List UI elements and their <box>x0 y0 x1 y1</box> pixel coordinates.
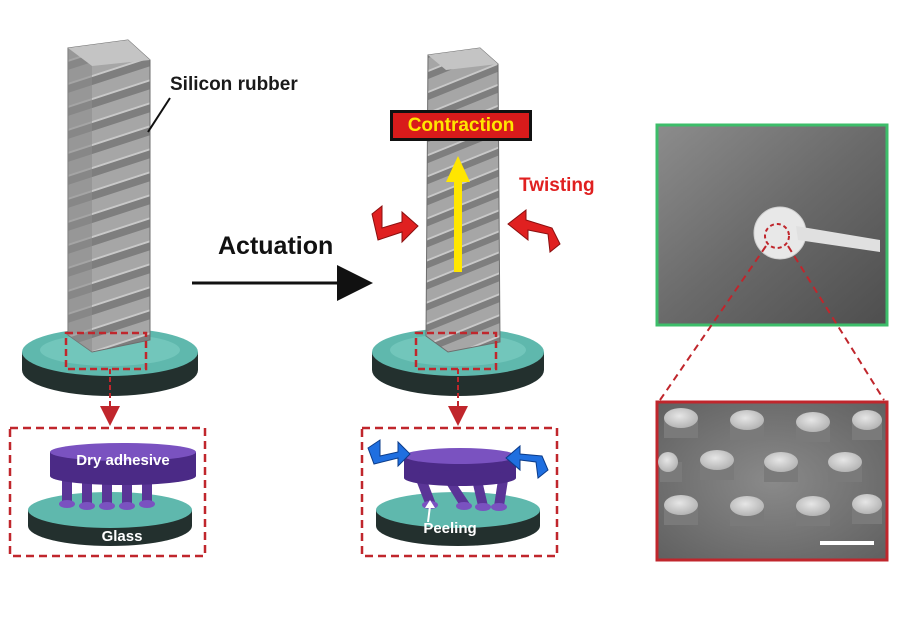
middle-silicon-rubber-column <box>425 47 501 353</box>
sem-pillar-array <box>658 408 882 526</box>
label-silicon-rubber: Silicon rubber <box>170 74 298 95</box>
sem-zoom-line-right <box>787 245 885 401</box>
twist-arrow-left-blue-icon <box>367 439 411 468</box>
label-glass: Glass <box>101 528 143 545</box>
left-inset-dry-adhesive <box>8 426 207 558</box>
left-adhesive-cap <box>50 443 196 485</box>
peeling-indicator-arrow <box>425 500 435 523</box>
label-peeling: Peeling <box>423 520 477 537</box>
twist-arrow-left-red-icon <box>371 204 419 244</box>
middle-adhesive-cap <box>404 448 516 486</box>
left-zoom-region <box>64 331 148 371</box>
label-contraction: Contraction <box>390 110 532 141</box>
sem-micrograph-panel <box>655 400 889 562</box>
sem-scale-bar <box>820 541 874 545</box>
left-actuator <box>22 39 198 426</box>
label-twisting: Twisting <box>519 175 595 196</box>
contraction-arrow <box>446 156 470 272</box>
middle-actuator <box>371 47 561 426</box>
photo-zoom-circle <box>764 223 790 249</box>
label-dry-adhesive: Dry adhesive <box>76 452 170 469</box>
twist-arrow-right-red-icon <box>507 208 561 253</box>
left-adhesive-pillars <box>59 478 155 510</box>
middle-inset-peeling <box>360 426 559 558</box>
silicon-rubber-leader-line <box>147 97 171 133</box>
middle-zoom-region <box>414 331 498 371</box>
photo-panel <box>655 123 889 327</box>
label-actuation: Actuation <box>218 232 334 260</box>
twist-arrow-right-blue-icon <box>505 444 549 479</box>
left-silicon-rubber-column <box>67 39 151 353</box>
